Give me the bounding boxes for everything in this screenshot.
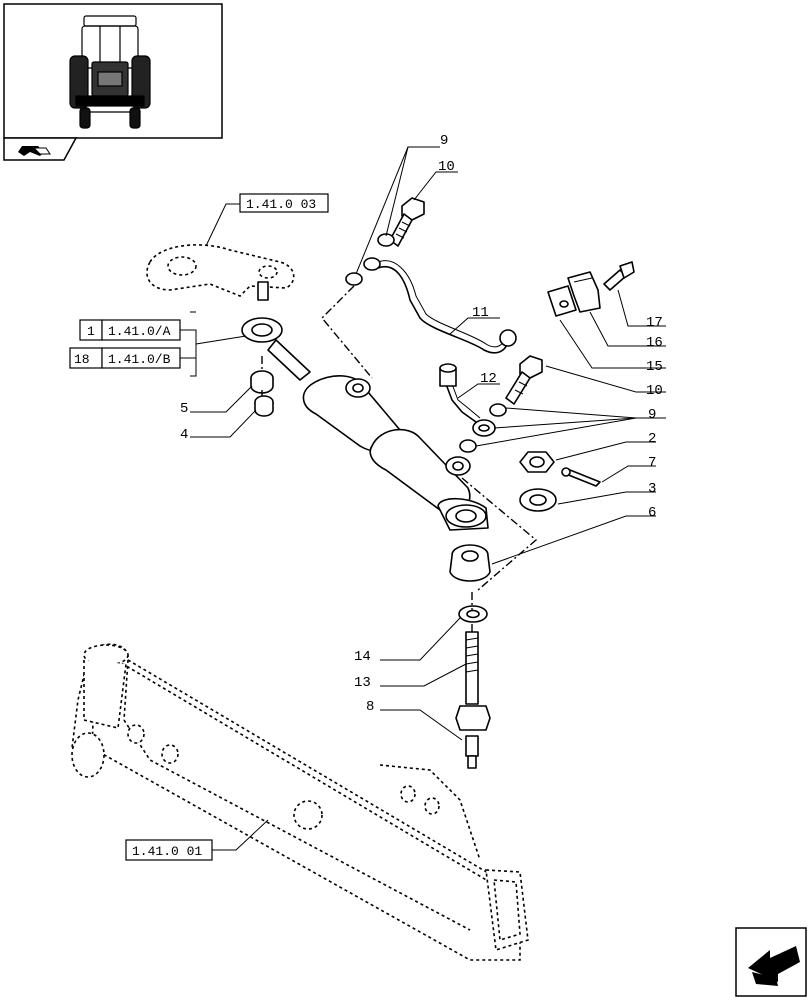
washer-9-mid-a[interactable] xyxy=(489,403,507,417)
callout-11[interactable]: 11 xyxy=(472,305,489,321)
book-icon xyxy=(18,146,51,156)
callout-labels: 9 10 11 12 17 16 15 10 9 2 7 3 6 5 4 14 … xyxy=(180,133,663,715)
washer-9-mid-b[interactable] xyxy=(459,439,477,453)
banjo-bolt-10-mid[interactable] xyxy=(505,355,543,405)
ref-box-a[interactable]: 1 1.41.0/A xyxy=(79,319,181,341)
assembly-lines xyxy=(261,285,538,632)
callout-13[interactable]: 13 xyxy=(354,675,371,691)
arrow-icon xyxy=(748,945,800,986)
leader-lines xyxy=(180,146,666,851)
callout-3[interactable]: 3 xyxy=(648,481,656,497)
callout-9-mid[interactable]: 9 xyxy=(648,407,656,423)
ref-top-text: 1.41.0 03 xyxy=(246,197,316,212)
spacer-5[interactable] xyxy=(250,370,274,394)
callout-16[interactable]: 16 xyxy=(646,335,663,351)
callout-10-top[interactable]: 10 xyxy=(438,159,455,175)
nut-4[interactable] xyxy=(254,395,274,417)
callout-15[interactable]: 15 xyxy=(646,359,663,375)
callout-5[interactable]: 5 xyxy=(180,401,188,417)
cotter-pin-7[interactable] xyxy=(561,467,601,487)
ref-box-bottom[interactable]: 1.41.0 01 xyxy=(125,839,213,861)
ref-a-num-text: 1 xyxy=(87,324,95,339)
pipe-12[interactable] xyxy=(439,363,483,431)
washer-14[interactable] xyxy=(458,605,488,623)
washer-9-top-b[interactable] xyxy=(345,272,363,286)
callout-6[interactable]: 6 xyxy=(648,505,656,521)
callout-7[interactable]: 7 xyxy=(648,455,656,471)
callout-2[interactable]: 2 xyxy=(648,431,656,447)
ref-b-text: 1.41.0/B xyxy=(108,352,171,367)
callout-10-mid[interactable]: 10 xyxy=(646,383,663,399)
thumbnail-tab[interactable] xyxy=(3,137,78,161)
callout-8[interactable]: 8 xyxy=(366,699,374,715)
next-page-button[interactable] xyxy=(735,927,807,997)
ref-bottom-text: 1.41.0 01 xyxy=(132,844,202,859)
ref-b-num-text: 18 xyxy=(74,352,90,367)
dust-cover-6[interactable] xyxy=(449,544,491,582)
callout-14[interactable]: 14 xyxy=(354,649,371,665)
tractor-thumbnail[interactable] xyxy=(3,3,223,139)
grease-fitting-8[interactable] xyxy=(465,735,479,769)
steering-arm-ghost xyxy=(146,244,295,301)
banjo-fitting-9-mid[interactable] xyxy=(472,419,496,437)
front-axle-ghost xyxy=(71,643,529,961)
tractor-front-icon xyxy=(69,15,151,129)
banjo-bolt-10-top[interactable] xyxy=(389,197,425,247)
ref-a-text: 1.41.0/A xyxy=(108,324,171,339)
castle-nut-2[interactable] xyxy=(519,451,555,473)
steering-cylinder[interactable] xyxy=(241,317,489,531)
bolt-17[interactable] xyxy=(603,261,635,291)
callout-9-top[interactable]: 9 xyxy=(440,133,448,149)
clip-15[interactable] xyxy=(547,285,577,317)
callout-12[interactable]: 12 xyxy=(480,371,497,387)
ref-box-b[interactable]: 18 1.41.0/B xyxy=(69,347,181,369)
callout-4[interactable]: 4 xyxy=(180,427,188,443)
callout-17[interactable]: 17 xyxy=(646,315,663,331)
washer-3[interactable] xyxy=(519,488,557,512)
pipe-11[interactable] xyxy=(363,257,517,354)
bolt-13[interactable] xyxy=(455,631,491,731)
bracket-16[interactable] xyxy=(567,271,601,313)
ref-box-top[interactable]: 1.41.0 03 xyxy=(239,193,329,213)
